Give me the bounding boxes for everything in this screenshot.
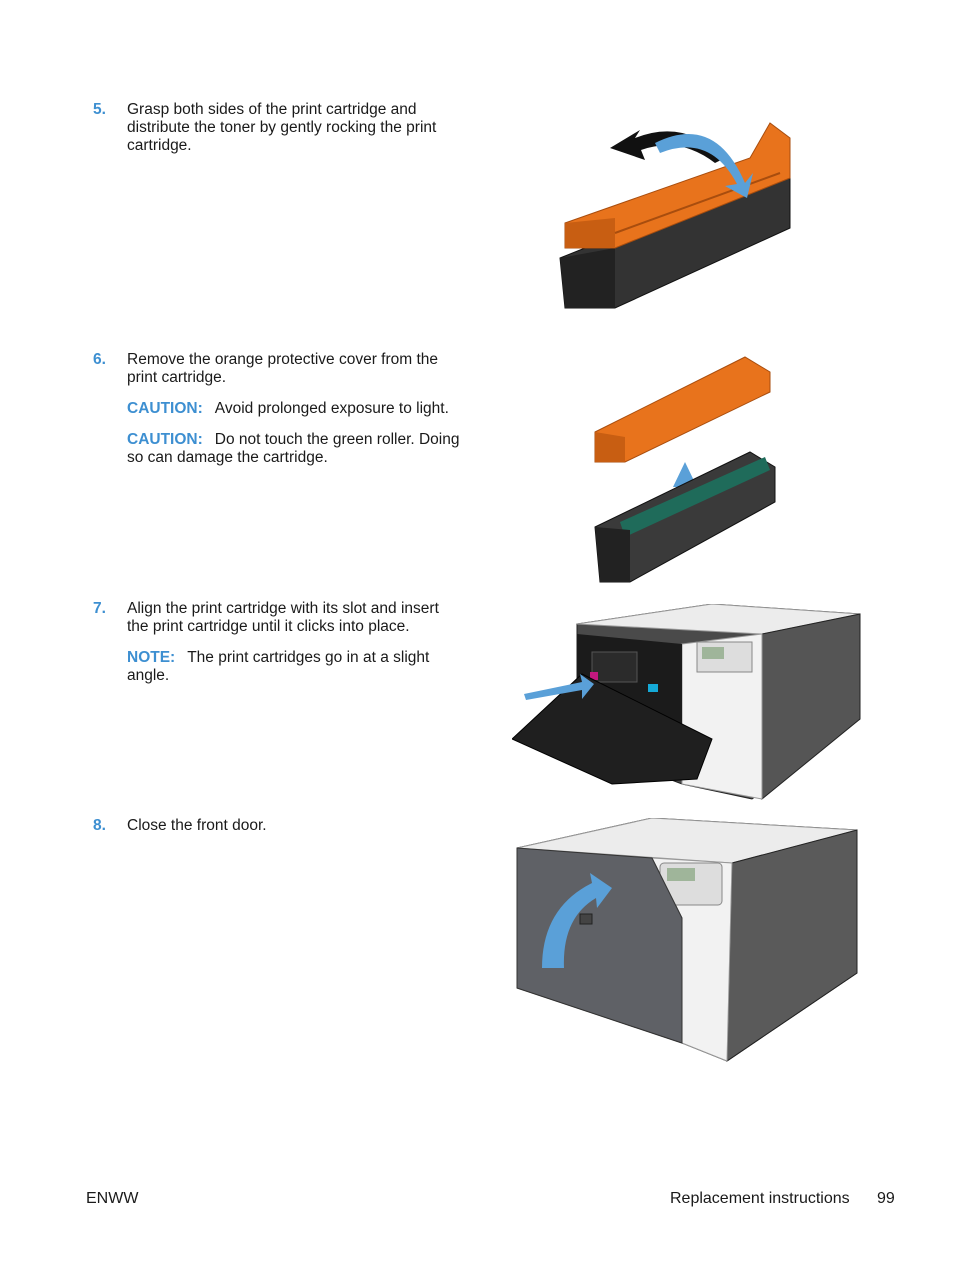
- note-text: The print cartridges go in at a slight a…: [127, 649, 430, 684]
- caution-label: CAUTION:: [127, 400, 203, 417]
- caution-note: CAUTION:Do not touch the green roller. D…: [127, 431, 463, 467]
- step-number: 7.: [93, 600, 106, 617]
- step-text: Grasp both sides of the print cartridge …: [127, 101, 437, 154]
- step-text: Align the print cartridge with its slot …: [127, 600, 439, 635]
- caution-text: Avoid prolonged exposure to light.: [214, 400, 449, 417]
- footer-doc-id: ENWW: [86, 1190, 139, 1207]
- step-5: 5. Grasp both sides of the print cartrid…: [93, 101, 463, 155]
- remove-cover-illustration: [594, 356, 776, 583]
- step-number: 8.: [93, 817, 106, 834]
- step-8: 8. Close the front door.: [93, 817, 463, 835]
- step-number: 5.: [93, 101, 106, 118]
- note: NOTE:The print cartridges go in at a sli…: [127, 649, 463, 685]
- step-text: Remove the orange protective cover from …: [127, 351, 439, 386]
- caution-note: CAUTION: Avoid prolonged exposure to ligh…: [127, 400, 463, 418]
- cartridge-rocking-illustration: [559, 122, 791, 309]
- caution-text: Do not touch the green roller. Doing so …: [127, 431, 460, 466]
- close-door-illustration: [516, 818, 858, 1062]
- page-number: 99: [877, 1190, 895, 1207]
- step-text: Close the front door.: [127, 817, 267, 834]
- step-7: 7. Align the print cartridge with its sl…: [93, 600, 463, 685]
- footer-section: Replacement instructions: [670, 1190, 850, 1207]
- insert-cartridge-illustration: [512, 604, 861, 801]
- step-number: 6.: [93, 351, 106, 368]
- step-6: 6. Remove the orange protective cover fr…: [93, 351, 463, 467]
- caution-label: CAUTION:: [127, 431, 203, 448]
- note-label: NOTE:: [127, 649, 176, 666]
